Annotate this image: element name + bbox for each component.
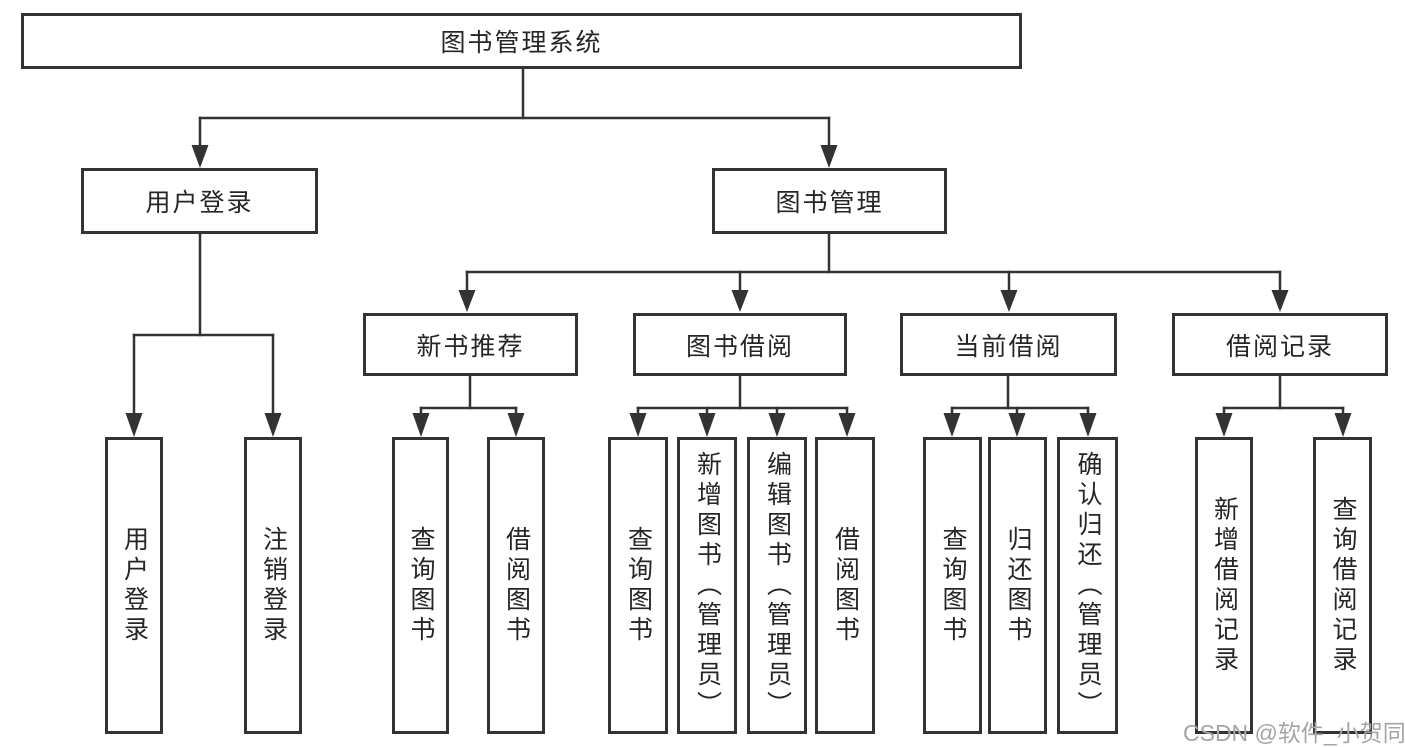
leaf-user-login-label: 用户登录 (120, 525, 149, 646)
leaf-add-borrow-record: 新增借阅记录 (1195, 437, 1253, 734)
leaf-add-book-admin-label: 新增图书（管理员） (693, 450, 722, 721)
leaf-borrow-books-recommend-label: 借阅图书 (502, 525, 531, 646)
node-current-borrow-label: 当前借阅 (954, 332, 1063, 361)
leaf-add-borrow-record-label: 新增借阅记录 (1210, 495, 1239, 676)
node-borrow-records-label: 借阅记录 (1225, 332, 1334, 361)
connector-current-borrow-to-leaves (943, 374, 1097, 437)
connector-user-login-to-leaves (125, 232, 282, 437)
node-book-borrow-label: 图书借阅 (685, 332, 794, 361)
leaf-query-books-recommend: 查询图书 (392, 437, 449, 734)
leaf-user-login: 用户登录 (105, 437, 163, 734)
connector-root-to-level2 (191, 66, 838, 168)
leaf-query-books-current: 查询图书 (923, 437, 982, 734)
node-book-borrow: 图书借阅 (633, 313, 847, 376)
leaf-query-borrow-record: 查询借阅记录 (1313, 437, 1372, 734)
node-book-management: 图书管理 (712, 168, 947, 234)
leaf-logout: 注销登录 (244, 437, 302, 734)
leaf-edit-book-admin-label: 编辑图书（管理员） (763, 450, 792, 721)
leaf-return-book: 归还图书 (988, 437, 1047, 734)
node-current-borrow: 当前借阅 (900, 313, 1117, 376)
leaf-query-borrow-record-label: 查询借阅记录 (1329, 495, 1357, 676)
node-new-book-recommend: 新书推荐 (363, 313, 578, 376)
node-user-login: 用户登录 (81, 168, 318, 234)
node-user-login-label: 用户登录 (145, 189, 254, 217)
watermark-text: CSDN @软件_小贺同学 (1183, 720, 1405, 746)
connector-book-management-to-level3 (458, 232, 1289, 312)
leaf-borrow-books-recommend: 借阅图书 (487, 437, 545, 734)
connector-new-book-recommend-to-leaves (412, 374, 525, 437)
connector-borrow-records-to-leaves (1215, 374, 1352, 437)
node-borrow-records: 借阅记录 (1172, 313, 1388, 376)
leaf-confirm-return-admin-label: 确认归还（管理员） (1074, 450, 1102, 721)
leaf-query-books-borrow-label: 查询图书 (624, 525, 653, 646)
leaf-query-books-borrow: 查询图书 (608, 437, 668, 734)
leaf-add-book-admin: 新增图书（管理员） (677, 437, 737, 734)
leaf-query-books-current-label: 查询图书 (939, 525, 967, 646)
node-new-book-recommend-label: 新书推荐 (416, 332, 525, 361)
connector-book-borrow-to-leaves (629, 374, 856, 437)
leaf-borrow-books-label: 借阅图书 (831, 525, 860, 646)
leaf-edit-book-admin: 编辑图书（管理员） (747, 437, 807, 734)
node-root-label: 图书管理系统 (440, 29, 603, 57)
leaf-confirm-return-admin: 确认归还（管理员） (1057, 437, 1118, 734)
leaf-return-book-label: 归还图书 (1004, 525, 1032, 646)
leaf-logout-label: 注销登录 (259, 525, 288, 646)
leaf-query-books-recommend-label: 查询图书 (407, 525, 435, 646)
node-root: 图书管理系统 (21, 13, 1022, 69)
leaf-borrow-books: 借阅图书 (815, 437, 875, 734)
node-book-management-label: 图书管理 (775, 189, 884, 217)
